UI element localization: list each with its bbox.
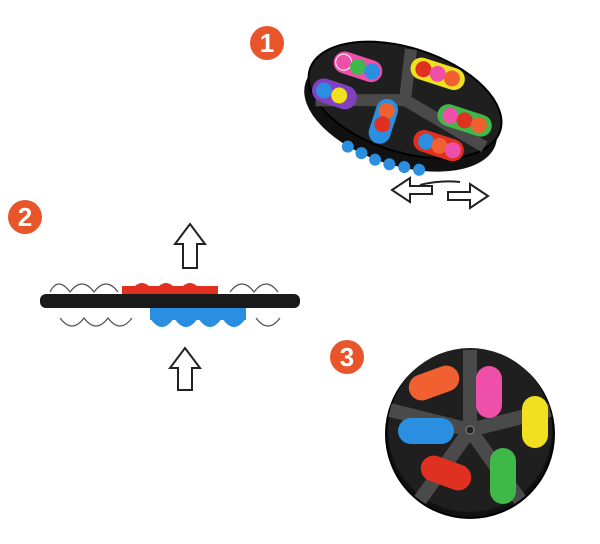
pink-pod (476, 366, 502, 418)
yellow-pod (410, 57, 465, 91)
pink-pod (333, 51, 383, 83)
left-pod (311, 78, 357, 110)
step-3-illustration (380, 340, 560, 530)
step-2-illustration (30, 220, 310, 400)
push-up-arrow-icon (168, 346, 202, 391)
blue-pod (398, 418, 454, 444)
rotate-arrows-icon (390, 176, 490, 210)
tilted-disc (304, 40, 503, 176)
green-pod (437, 104, 492, 137)
up-arrow-icon (173, 222, 207, 269)
blue-pod (368, 98, 399, 144)
green-pod (490, 448, 516, 504)
yellow-pod (522, 396, 548, 448)
bottom-beads (341, 140, 426, 176)
step-3-badge: 3 (330, 340, 364, 374)
step-1-illustration (300, 20, 520, 220)
blue-bottom-pod (150, 308, 246, 327)
disc-side (40, 294, 300, 308)
step-2-badge: 2 (8, 200, 42, 234)
red-pod (420, 455, 472, 491)
top-beads (49, 283, 279, 293)
bottom-beads (59, 317, 281, 327)
step-1-badge: 1 (250, 26, 284, 60)
orange-pod (408, 365, 460, 401)
orange-pod (413, 129, 464, 162)
